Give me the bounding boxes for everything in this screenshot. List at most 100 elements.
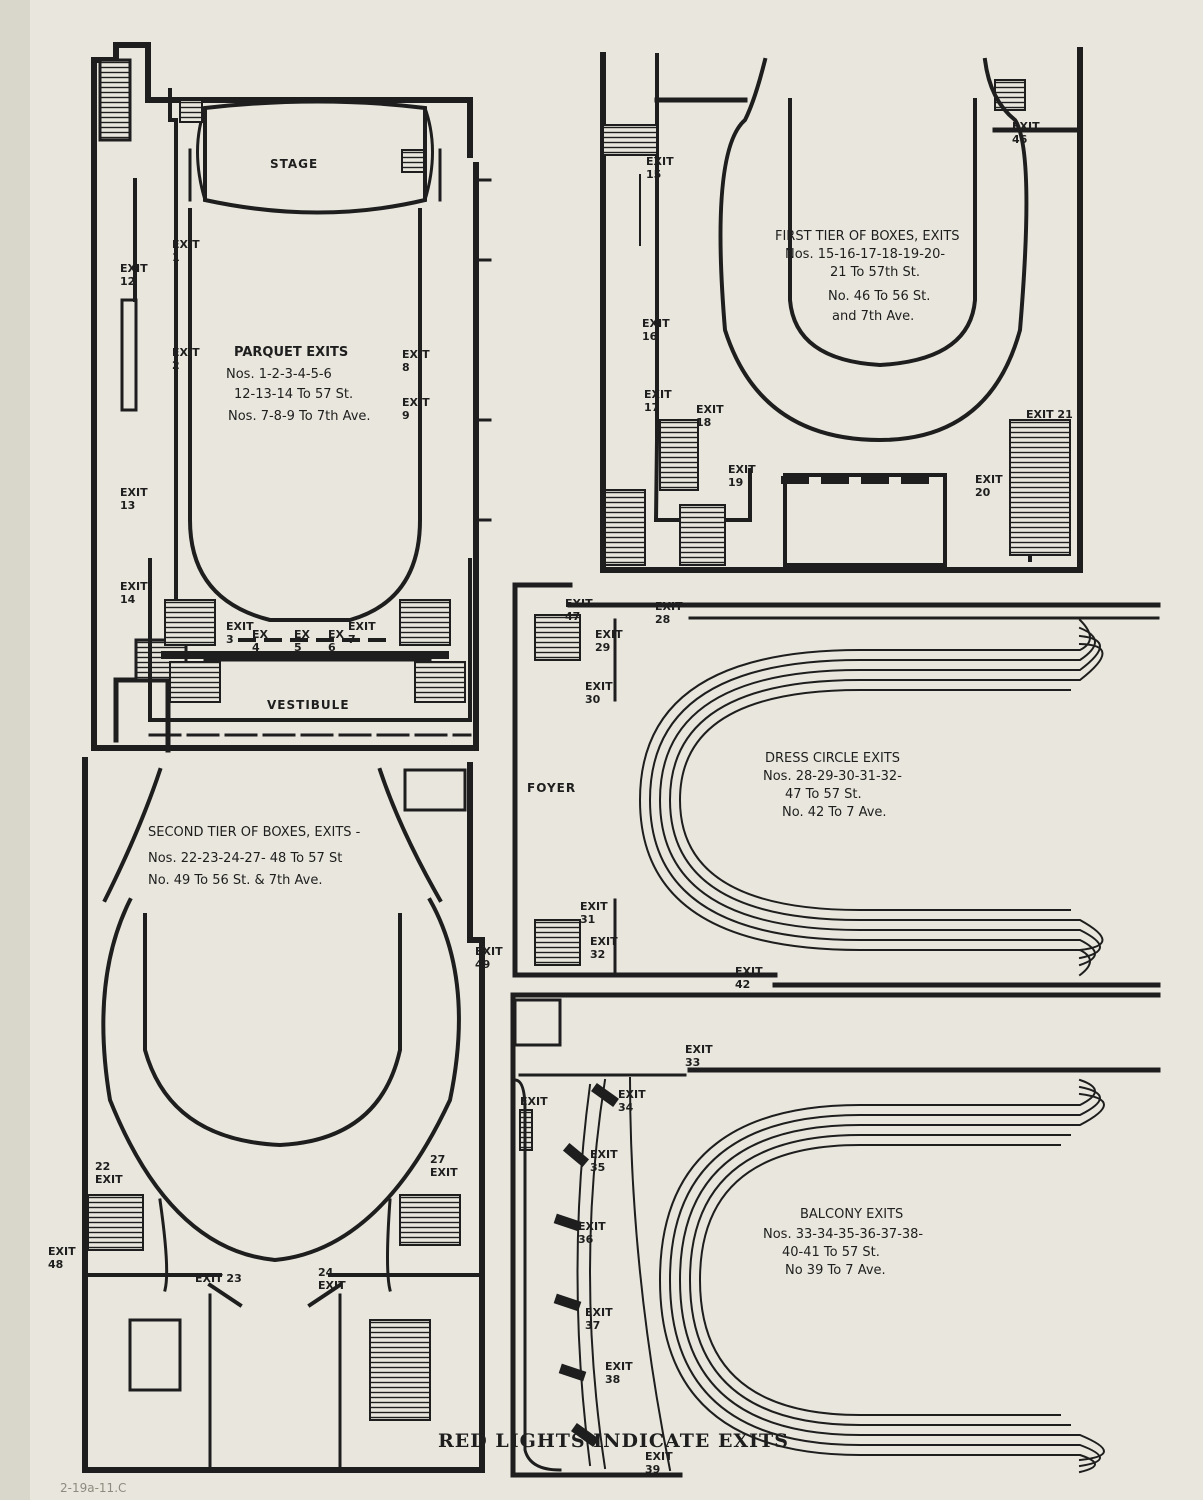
footer-caption: RED LIGHTS INDICATE EXITS: [438, 1430, 789, 1452]
first-tier-title-line: FIRST TIER OF BOXES, EXITS: [775, 229, 960, 244]
exit-label: 4: [252, 641, 260, 654]
balcony-title-line: Nos. 33-34-35-36-37-38-: [763, 1227, 923, 1242]
first-tier-horseshoe-outer: [718, 57, 1029, 443]
exit-label: 8: [402, 361, 410, 374]
exit-label: EXIT: [605, 1360, 633, 1373]
exit-label: 6: [328, 641, 336, 654]
exit-label: EXIT: [402, 348, 430, 361]
first-tier-title-line: and 7th Ave.: [832, 309, 914, 324]
exit-label: 29: [595, 641, 610, 654]
first-tier-title-line: Nos. 15-16-17-18-19-20-: [785, 247, 945, 262]
exit-label: EXIT: [644, 388, 672, 401]
balcony-title-line: BALCONY EXITS: [800, 1207, 903, 1222]
exit-label: EXIT: [565, 597, 593, 610]
exit-label: 1: [172, 251, 180, 264]
exit-label: EXIT 21: [1026, 408, 1073, 421]
exit-label: 5: [294, 641, 302, 654]
floor-plans: STAGE VESTIBULE PARQUET EXITS Nos. 1-2-3…: [48, 42, 1161, 1495]
exit-label: EX: [294, 628, 311, 641]
exit-label: EXIT: [595, 628, 623, 641]
exit-label: EXIT: [578, 1220, 606, 1233]
first-tier-title: FIRST TIER OF BOXES, EXITS Nos. 15-16-17…: [775, 229, 960, 324]
exit-label: 2: [172, 359, 180, 372]
exit-label: 35: [590, 1161, 605, 1174]
exit-label: 27: [430, 1153, 445, 1166]
exit-label: 47: [565, 610, 580, 623]
exit-label: 30: [585, 693, 601, 706]
parquet-plan: [91, 42, 492, 753]
dress-circle-title-line: Nos. 28-29-30-31-32-: [763, 769, 902, 784]
exit-label: EXIT: [728, 463, 756, 476]
first-tier-stage-box: [783, 473, 947, 567]
exit-label: 3: [226, 633, 234, 646]
dress-circle-title-line: 47 To 57 St.: [785, 787, 862, 802]
exit-label: 15: [646, 168, 661, 181]
dress-circle-top-stair: [534, 614, 581, 661]
exit-label: 28: [655, 613, 670, 626]
vestibule-label: VESTIBULE: [267, 698, 350, 712]
exit-label: 13: [120, 499, 135, 512]
exit-label: 34: [618, 1101, 634, 1114]
exit-label: EXIT: [1012, 120, 1040, 133]
dress-circle-title-line: No. 42 To 7 Ave.: [782, 805, 887, 820]
parquet-title-line: PARQUET EXITS: [234, 345, 348, 360]
parquet-left-stair: [98, 58, 132, 142]
second-tier-plan: [82, 757, 485, 1473]
exit-label: EXIT: [402, 396, 430, 409]
exit-label: EXIT: [735, 965, 763, 978]
exit-label: 33: [685, 1056, 700, 1069]
exit-label: EXIT: [475, 945, 503, 958]
balcony-title-line: 40-41 To 57 St.: [782, 1245, 880, 1260]
exit-label: EXIT: [975, 473, 1003, 486]
exit-label: EXIT: [348, 620, 376, 633]
dress-circle-plan: [512, 582, 1161, 988]
exit-label: 19: [728, 476, 743, 489]
exit-label: EXIT: [48, 1245, 76, 1258]
exit-label: 12: [120, 275, 135, 288]
exit-label: EXIT: [585, 680, 613, 693]
exit-label: EX: [328, 628, 345, 641]
exit-label: EXIT: [318, 1279, 346, 1292]
exit-label: 20: [975, 486, 991, 499]
parquet-title-line: Nos. 1-2-3-4-5-6: [226, 367, 332, 382]
exit-label: 18: [696, 416, 711, 429]
exit-label: EX: [252, 628, 269, 641]
second-tier-right-stair: [399, 1194, 461, 1246]
exit-label: 31: [580, 913, 595, 926]
exit-label: EXIT: [590, 935, 618, 948]
stage-label: STAGE: [270, 157, 318, 171]
second-tier-horseshoe-outer: [101, 897, 461, 1263]
parquet-title-line: Nos. 7-8-9 To 7th Ave.: [228, 409, 371, 424]
balcony-title: BALCONY EXITS Nos. 33-34-35-36-37-38- 40…: [763, 1207, 923, 1278]
exit-label: 24: [318, 1266, 334, 1279]
second-tier-title: SECOND TIER OF BOXES, EXITS - Nos. 22-23…: [148, 825, 361, 888]
exit-label: 14: [120, 593, 136, 606]
second-tier-title-line: SECOND TIER OF BOXES, EXITS -: [148, 825, 361, 840]
second-tier-horseshoe-inner: [143, 913, 402, 1148]
parquet-right-box-stairs: [399, 599, 451, 646]
exit-label: EXIT: [642, 317, 670, 330]
exit-label: EXIT: [430, 1166, 458, 1179]
second-tier-left-stair: [87, 1194, 144, 1251]
exit-label: EXIT: [696, 403, 724, 416]
exit-label: EXIT: [618, 1088, 646, 1101]
exit-label: EXIT: [655, 600, 683, 613]
exit-label: EXIT: [95, 1173, 123, 1186]
second-tier-title-line: Nos. 22-23-24-27- 48 To 57 St: [148, 851, 342, 866]
exit-label: EXIT: [645, 1450, 673, 1463]
exit-label: EXIT: [120, 262, 148, 275]
exit-label: 9: [402, 409, 410, 422]
exit-label: 17: [644, 401, 659, 414]
first-tier-left-stair: [602, 124, 658, 156]
exit-label: EXIT: [120, 580, 148, 593]
exit-label: 49: [475, 958, 490, 971]
exit-label: 39: [645, 1463, 660, 1476]
exit-label: EXIT: [580, 900, 608, 913]
exit-label: 7: [348, 633, 356, 646]
program-page: STAGE VESTIBULE PARQUET EXITS Nos. 1-2-3…: [30, 0, 1203, 1500]
archive-pencil-note: 2-19a-11.C: [60, 1481, 126, 1495]
exit-label: EXIT: [585, 1306, 613, 1319]
first-tier-horseshoe-inner: [788, 98, 977, 368]
exit-label: EXIT 23: [195, 1272, 242, 1285]
